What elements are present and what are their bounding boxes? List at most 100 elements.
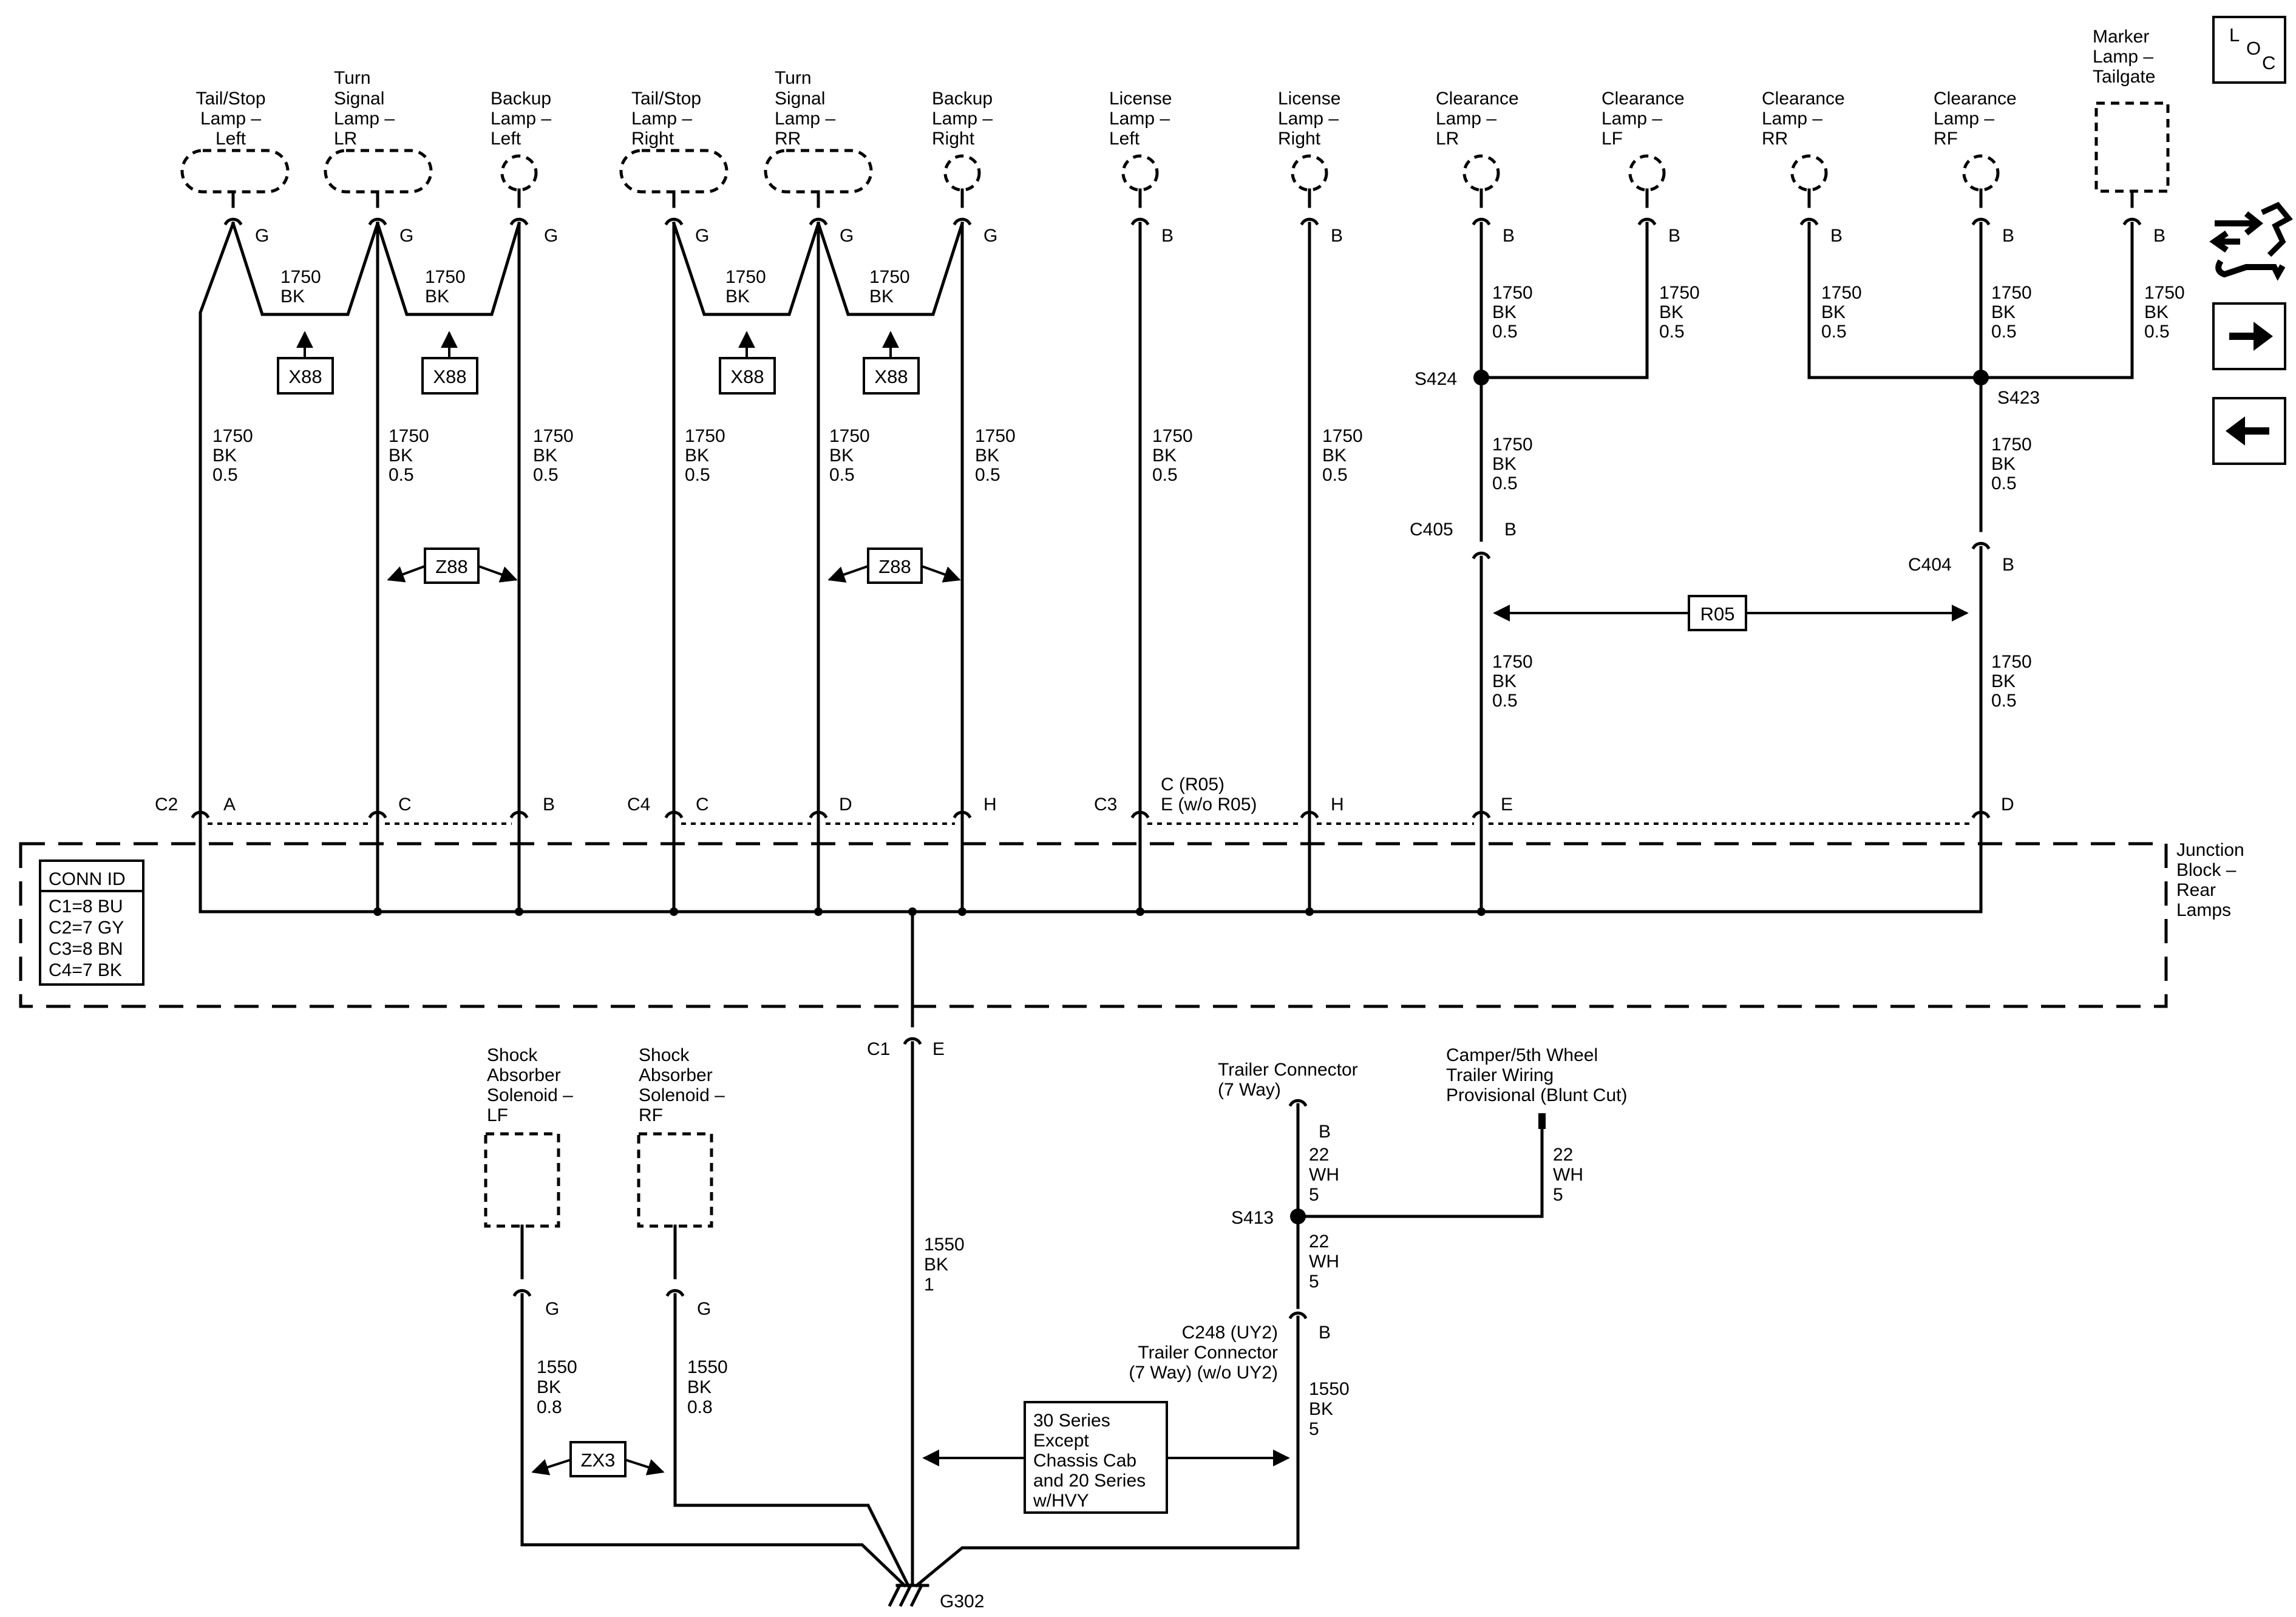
svg-text:Z88: Z88 <box>435 556 467 577</box>
connector-label-c1: C1 <box>867 1039 890 1059</box>
svg-text:H: H <box>1331 795 1344 815</box>
svg-text:X88: X88 <box>874 366 908 387</box>
ground-label: G302 <box>940 1592 984 1612</box>
svg-text:C (R05)E (w/o R05): C (R05)E (w/o R05) <box>1161 775 1257 815</box>
svg-text:ZX3: ZX3 <box>581 1449 616 1471</box>
option-z88-markers: Z88 Z88 <box>387 547 961 584</box>
component-locator-icon[interactable] <box>2209 202 2293 281</box>
junction-bus-nodes <box>373 907 1486 916</box>
shock-rf-pin: G <box>697 1299 711 1319</box>
connector-pin-c1: E <box>932 1039 945 1059</box>
splice-label-s413: S413 <box>1231 1208 1274 1228</box>
svg-text:B: B <box>2002 226 2014 246</box>
inline-connector-c404 <box>1971 521 1991 550</box>
svg-text:H: H <box>983 795 997 815</box>
svg-text:G: G <box>840 226 854 246</box>
junction-connector-cups <box>191 810 1991 833</box>
svg-text:X88: X88 <box>730 366 764 387</box>
svg-text:G: G <box>695 226 709 246</box>
svg-text:G: G <box>255 226 269 246</box>
svg-text:B: B <box>1161 226 1173 246</box>
next-page-icon[interactable] <box>2212 302 2286 370</box>
svg-text:G: G <box>399 226 413 246</box>
inline-connector-c405 <box>1472 531 1491 566</box>
camper-blunt-cut <box>1538 1113 1546 1129</box>
junction-block-outline <box>19 842 2168 1008</box>
svg-text:R05: R05 <box>1700 603 1735 625</box>
svg-text:D: D <box>2001 795 2014 815</box>
splice-s423 <box>1973 370 1989 385</box>
shock-lf-pin: G <box>545 1299 559 1319</box>
connector-label-c248: C248 (UY2)Trailer Connector(7 Way) (w/o … <box>1129 1323 1278 1383</box>
option-r05-marker: R05 <box>1493 595 1969 631</box>
svg-text:Z88: Z88 <box>878 556 911 577</box>
svg-text:C2: C2 <box>155 795 178 815</box>
splice-s413 <box>1290 1209 1306 1224</box>
svg-text:C: C <box>398 795 412 815</box>
svg-text:O: O <box>2246 38 2261 59</box>
svg-text:C4: C4 <box>627 795 650 815</box>
connector-label-c404: C404 <box>1908 555 1952 575</box>
svg-text:B: B <box>1830 226 1843 246</box>
shock-wires <box>512 1224 911 1588</box>
option-x88-markers: X88 X88 X88 X88 <box>277 331 920 395</box>
trailer-connector-label: Trailer Connector(7 Way) <box>1218 1060 1358 1100</box>
svg-text:B: B <box>1668 226 1680 246</box>
splice-label-s423: S423 <box>1997 388 2040 408</box>
connector-pin-c405: B <box>1504 520 1517 540</box>
lamp-pin-connectors <box>223 188 2142 226</box>
svg-text:E: E <box>1501 795 1513 815</box>
splice-label-s424: S424 <box>1415 369 1457 389</box>
junction-connector-labels: C2 A C B C4 C D H C3 C (R05)E (w/o R05) … <box>155 775 2014 815</box>
svg-text:X88: X88 <box>433 366 466 387</box>
svg-text:B: B <box>543 795 555 815</box>
trailer-wires <box>914 1099 1544 1588</box>
svg-text:C: C <box>2262 52 2275 73</box>
loc-icon[interactable]: L O C <box>2212 16 2286 84</box>
shock-rf-component <box>637 1132 713 1228</box>
svg-text:CONN ID: CONN ID <box>49 869 126 889</box>
previous-page-icon[interactable] <box>2212 397 2286 465</box>
svg-text:B: B <box>2153 226 2165 246</box>
svg-text:C: C <box>696 795 709 815</box>
svg-text:G: G <box>983 226 997 246</box>
